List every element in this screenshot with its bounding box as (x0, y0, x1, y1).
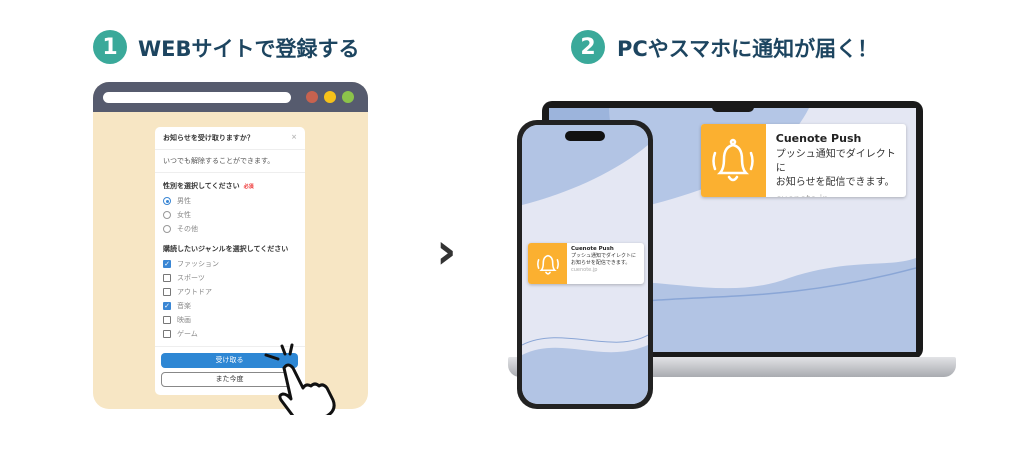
checkbox-icon[interactable] (163, 288, 171, 296)
radio-icon[interactable] (163, 211, 171, 219)
close-icon[interactable]: × (291, 133, 297, 141)
maximize-dot-icon (342, 91, 354, 103)
minimize-dot-icon (324, 91, 336, 103)
browser-toolbar (93, 82, 368, 112)
notification-body: プッシュ通知でダイレクトにお知らせを配信できます。 (571, 253, 637, 266)
accept-button[interactable]: 受け取る (161, 353, 298, 368)
radio-icon[interactable] (163, 225, 171, 233)
checkbox-option[interactable]: ✓ファッション (163, 260, 219, 268)
dialog-title: お知らせを受け取りますか？ (163, 134, 254, 142)
genre-label: 購読したいジャンルを選択してください (163, 245, 289, 253)
dynamic-island (565, 131, 605, 141)
radio-option[interactable]: 女性 (155, 208, 305, 222)
checkbox-option[interactable]: スポーツ (155, 271, 305, 285)
checkbox-icon[interactable] (163, 274, 171, 282)
checkbox-option[interactable]: アウトドア (155, 285, 305, 299)
camera-notch (712, 101, 754, 112)
phone-wallpaper-waves (522, 125, 648, 404)
dialog-subtitle: いつでも解除することができます。 (155, 150, 305, 173)
chevron-right-icon: › (436, 222, 457, 280)
close-dot-icon (306, 91, 318, 103)
bell-icon (712, 138, 755, 181)
checkbox-option[interactable]: ゲーム (155, 327, 305, 341)
notification-title: Cuenote Push (775, 132, 862, 145)
notification-body: プッシュ通知でダイレクトにお知らせを配信できます。 (775, 149, 896, 188)
phone-notification[interactable]: Cuenote Push プッシュ通知でダイレクトにお知らせを配信できます。 c… (528, 243, 644, 284)
pointing-hand-icon (264, 343, 336, 415)
radio-option[interactable]: 男性 (155, 194, 305, 208)
subscribe-dialog: お知らせを受け取りますか？ × いつでも解除することができます。 性別を選択してく… (155, 127, 305, 395)
notification-title: Cuenote Push (571, 246, 614, 252)
gender-label: 性別を選択してください必須 (163, 182, 254, 190)
step-2-title: PCやスマホに通知が届く！ (617, 37, 879, 61)
address-bar[interactable] (103, 92, 291, 103)
bell-icon (536, 254, 559, 275)
bell-icon-box (701, 124, 766, 197)
checkbox-option[interactable]: ✓音楽 (163, 302, 191, 310)
step-2-badge: 2 (571, 30, 605, 64)
bell-icon-box (528, 243, 567, 284)
checkmark-icon[interactable]: ✓ (163, 302, 171, 310)
checkbox-option[interactable]: 映画 (155, 313, 305, 327)
step-1-badge: 1 (93, 30, 127, 64)
radio-selected-icon[interactable] (163, 197, 171, 205)
radio-option[interactable]: その他 (155, 222, 305, 236)
step-1-title: WEBサイトで登録する (138, 37, 360, 61)
required-badge: 必須 (243, 184, 254, 190)
checkbox-icon[interactable] (163, 330, 171, 338)
notification-url: cuenote.jp (776, 193, 896, 197)
checkbox-icon[interactable] (163, 316, 171, 324)
checkmark-icon[interactable]: ✓ (163, 260, 171, 268)
notification-url: cuenote.jp (571, 267, 598, 273)
